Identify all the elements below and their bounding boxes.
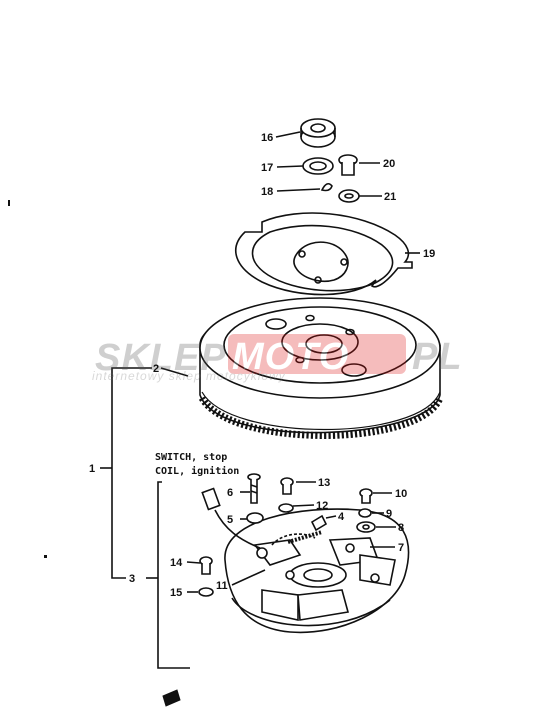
- watermark-right: MOTO: [232, 336, 349, 378]
- callout-3: 3: [129, 573, 135, 585]
- wire-connector-part: [201, 487, 261, 549]
- callout-4: 4: [338, 511, 345, 523]
- callout-18: 18: [261, 186, 273, 198]
- bracket-icon: [162, 689, 181, 707]
- washer-15-part: [198, 587, 214, 597]
- nut-part: [300, 118, 336, 148]
- washer-12-part: [278, 503, 294, 513]
- callout-19: 19: [423, 248, 435, 260]
- callout-6: 6: [227, 487, 233, 499]
- woodruff-key-part: [320, 182, 333, 192]
- caption-switch-stop: SWITCH, stop: [155, 452, 227, 463]
- callout-1: 1: [89, 463, 95, 475]
- small-washer-part: [338, 189, 360, 203]
- screw-part: [338, 154, 358, 176]
- lock-washer-part: [302, 157, 334, 175]
- callout-12: 12: [316, 500, 328, 512]
- caption-coil-ignition: COIL, ignition: [155, 465, 239, 477]
- screw-10-part: [359, 488, 373, 504]
- watermark-badge: [228, 334, 406, 374]
- watermark-suffix: PL: [412, 336, 463, 378]
- flywheel-plate-part: [235, 212, 413, 296]
- callout-15: 15: [170, 587, 182, 599]
- edge-mark: [8, 200, 10, 206]
- watermark-left: SKLEP: [95, 337, 227, 379]
- callout-20: 20: [383, 158, 395, 170]
- callout-13: 13: [318, 477, 330, 489]
- washer-9-part: [358, 508, 372, 518]
- switch-part: [310, 514, 328, 532]
- washer-8-part: [356, 521, 376, 533]
- callout-5: 5: [227, 514, 233, 526]
- callout-10: 10: [395, 488, 407, 500]
- group-bracket: [100, 367, 190, 669]
- screw-6-part: [247, 473, 261, 504]
- callout-17: 17: [261, 162, 273, 174]
- callout-14: 14: [170, 557, 183, 569]
- callout-21: 21: [384, 191, 396, 203]
- watermark: SKLEP MOTO PL internetowy sklep motocykl…: [92, 334, 463, 383]
- leader-lines: [160, 131, 420, 593]
- callout-16: 16: [261, 132, 273, 144]
- washer-5-part: [246, 512, 264, 524]
- watermark-tagline: internetowy sklep motocyklowy: [92, 369, 286, 383]
- flywheel-part: [198, 297, 444, 439]
- screw-13-part: [280, 477, 294, 495]
- screw-14-part: [199, 556, 213, 575]
- dot-mark: [44, 555, 47, 558]
- callout-7: 7: [398, 542, 404, 554]
- callout-2: 2: [153, 363, 159, 375]
- callout-8: 8: [398, 522, 404, 534]
- callout-11: 11: [216, 580, 228, 592]
- stator-base-plate-part: [224, 508, 410, 634]
- callout-9: 9: [386, 508, 392, 520]
